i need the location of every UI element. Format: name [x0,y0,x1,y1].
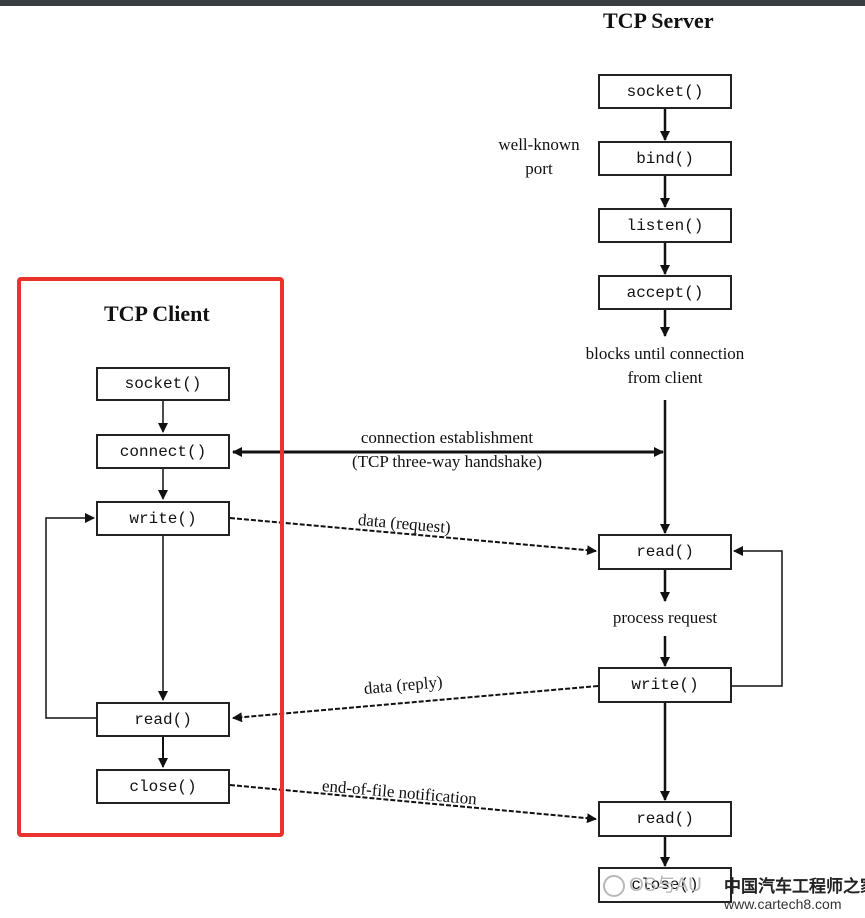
server-socket-box: socket() [598,74,732,109]
reply-arrow [232,685,599,723]
eof-arrow [229,784,597,824]
wechat-icon [603,874,625,897]
client-loop-arrow [45,513,96,719]
blocks-until-connection-label: blocks until connection from client [585,344,745,387]
server-bind-box: bind() [598,141,732,176]
server-write-box: write() [598,667,732,703]
watermark-right: 中国汽车工程师之家 [724,877,865,896]
window-top-bar [0,0,865,6]
server-read2-box: read() [598,801,732,837]
client-highlight-frame [17,277,284,837]
client-close-box: close() [96,769,230,804]
process-request-label: process request [612,608,718,627]
client-title: TCP Client [104,301,210,326]
handshake-label: connection establishment (TCP three-way … [351,428,543,471]
server-accept-box: accept() [598,275,732,310]
server-listen-box: listen() [598,208,732,243]
client-socket-box: socket() [96,367,230,401]
server-loop-arrow [732,546,783,687]
client-read-box: read() [96,702,230,737]
well-known-port-label: well-known port [498,135,580,178]
server-read-box: read() [598,534,732,570]
client-write-box: write() [96,501,230,536]
client-connect-box: connect() [96,434,230,469]
watermark-left: OS与AU [603,870,702,897]
request-arrow [229,517,597,556]
watermark-url: www.cartech8.com [724,896,842,912]
server-title: TCP Server [603,8,714,33]
